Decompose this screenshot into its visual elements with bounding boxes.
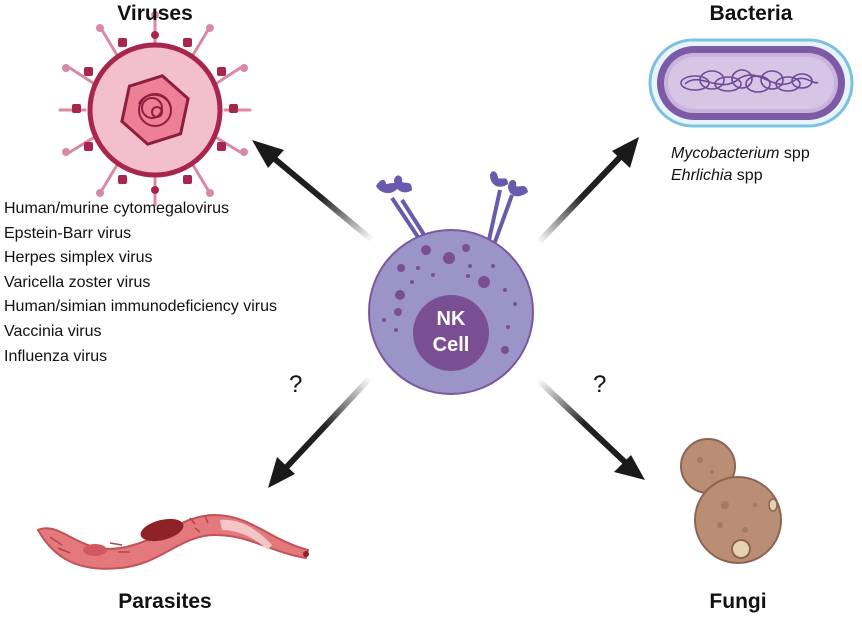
bacteria-list-item: Ehrlichia spp [671, 167, 763, 184]
arrow-to-parasites [268, 375, 373, 488]
viruses-title: Viruses [117, 2, 193, 25]
parasites-title: Parasites [118, 590, 212, 613]
bacteria-illustration [648, 38, 854, 128]
bacteria-list: Mycobacterium spp Ehrlichia spp [671, 143, 810, 187]
virus-list-item: Epstein-Barr virus [4, 224, 132, 242]
virus-list-item: Influenza virus [4, 347, 108, 365]
virus-list-item: Herpes simplex virus [4, 249, 153, 267]
bacteria-genus: Mycobacterium [671, 145, 780, 162]
nk-cell-illustration [368, 171, 534, 395]
arrow-to-viruses [252, 140, 374, 243]
bacteria-title: Bacteria [709, 2, 793, 25]
virus-illustration [58, 11, 252, 207]
fungi-illustration [680, 438, 782, 564]
arrow-to-fungi [535, 377, 645, 480]
virus-list-item: Varicella zoster virus [4, 273, 151, 291]
virus-list: Human/murine cytomegalovirus Epstein-Bar… [4, 197, 277, 369]
parasite-illustration [36, 513, 310, 570]
virus-list-item: Human/murine cytomegalovirus [4, 200, 229, 217]
bacteria-list-item: Mycobacterium spp [671, 145, 810, 162]
parasites-question-mark: ? [289, 371, 303, 398]
bacteria-genus: Ehrlichia [671, 167, 733, 184]
arrow-to-bacteria [535, 137, 639, 246]
virus-list-item: Human/simian immunodeficiency virus [4, 298, 277, 316]
fungi-question-mark: ? [593, 371, 607, 398]
fungi-title: Fungi [709, 590, 767, 613]
virus-list-item: Vaccinia virus [4, 322, 102, 340]
nk-cell-label: NK Cell [432, 308, 470, 356]
